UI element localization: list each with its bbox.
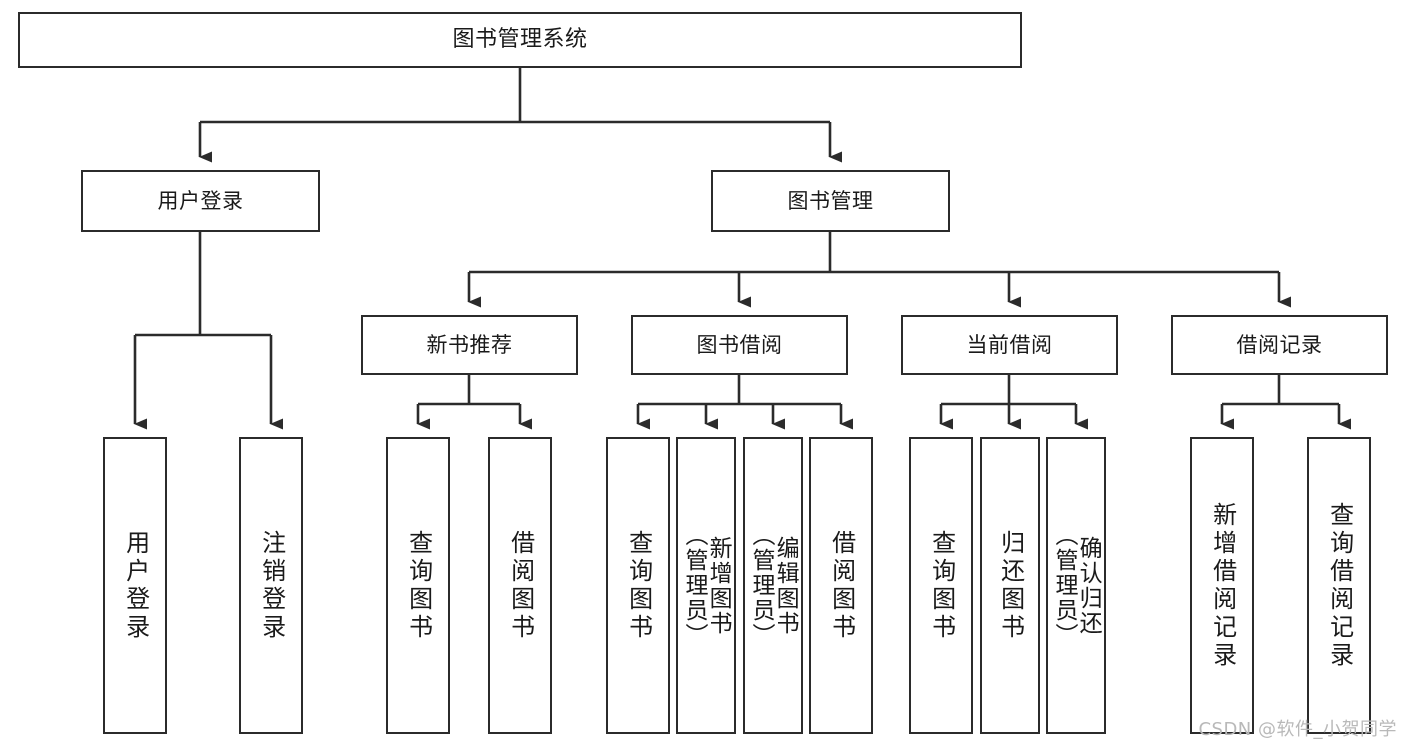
node-label: 当前借阅: [966, 332, 1053, 357]
leaf-query-books-borrow[interactable]: 查询图书: [606, 437, 670, 734]
node-label: 查询图书: [624, 529, 653, 642]
node-label: 借阅图书: [827, 529, 856, 642]
leaf-borrow-books-borrow[interactable]: 借阅图书: [809, 437, 873, 734]
leaf-logout[interactable]: 注销登录: [239, 437, 303, 734]
node-borrow-record[interactable]: 借阅记录: [1171, 315, 1388, 375]
node-label: 编辑图书 （管理员）: [748, 523, 799, 648]
node-label: 新书推荐: [426, 332, 513, 357]
leaf-return-books[interactable]: 归还图书: [980, 437, 1040, 734]
node-label: 用户登录: [121, 529, 150, 642]
node-root-library-system[interactable]: 图书管理系统: [18, 12, 1022, 68]
node-label: 新增图书 （管理员）: [681, 523, 732, 648]
node-label: 归还图书: [996, 529, 1025, 642]
node-new-book-recommendation[interactable]: 新书推荐: [361, 315, 578, 375]
node-label: 查询借阅记录: [1325, 501, 1354, 670]
leaf-user-login[interactable]: 用户登录: [103, 437, 167, 734]
leaf-query-books-current[interactable]: 查询图书: [909, 437, 973, 734]
node-label: 图书借阅: [696, 332, 783, 357]
csdn-watermark: CSDN @软件_小贺同学: [1198, 719, 1397, 740]
node-label: 图书管理系统: [452, 27, 588, 53]
node-label: 借阅图书: [506, 529, 535, 642]
node-label: 确认归还 （管理员）: [1051, 523, 1102, 648]
leaf-add-book-admin[interactable]: 新增图书 （管理员）: [676, 437, 736, 734]
node-book-management[interactable]: 图书管理: [711, 170, 950, 232]
leaf-edit-book-admin[interactable]: 编辑图书 （管理员）: [743, 437, 803, 734]
node-label: 图书管理: [787, 188, 874, 213]
leaf-query-books-newbook[interactable]: 查询图书: [386, 437, 450, 734]
node-user-login[interactable]: 用户登录: [81, 170, 320, 232]
leaf-add-borrow-record[interactable]: 新增借阅记录: [1190, 437, 1254, 734]
node-label: 借阅记录: [1236, 332, 1323, 357]
node-label: 查询图书: [927, 529, 956, 642]
node-label: 新增借阅记录: [1208, 501, 1237, 670]
node-book-borrow[interactable]: 图书借阅: [631, 315, 848, 375]
leaf-query-borrow-record[interactable]: 查询借阅记录: [1307, 437, 1371, 734]
node-current-borrow[interactable]: 当前借阅: [901, 315, 1118, 375]
leaf-confirm-return-admin[interactable]: 确认归还 （管理员）: [1046, 437, 1106, 734]
node-label: 用户登录: [157, 188, 244, 213]
leaf-borrow-books-newbook[interactable]: 借阅图书: [488, 437, 552, 734]
node-label: 查询图书: [404, 529, 433, 642]
node-label: 注销登录: [257, 529, 286, 642]
